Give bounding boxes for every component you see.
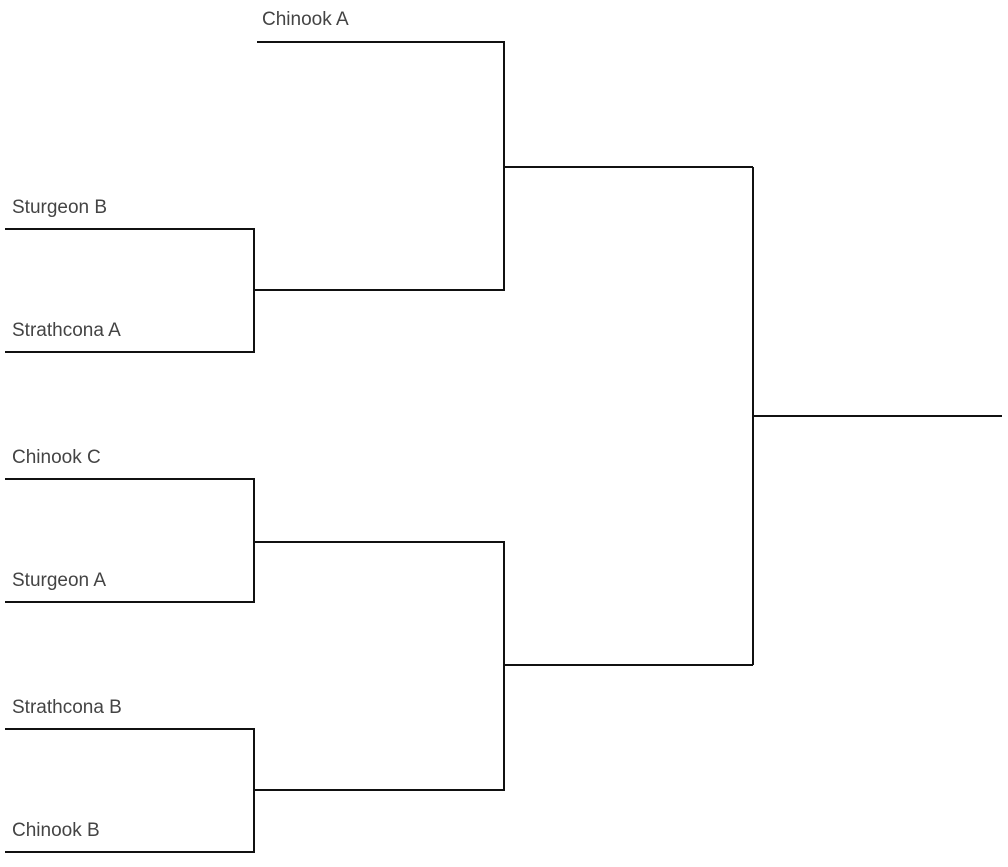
team-label: Sturgeon A — [12, 570, 107, 591]
slot-sturgeon-b — [5, 228, 255, 353]
slot-chinook-c — [5, 478, 255, 603]
team-label: Strathcona B — [12, 697, 122, 718]
team-label: Chinook A — [262, 9, 349, 30]
quarterfinal-3-connector — [254, 541, 505, 791]
team-label: Strathcona A — [12, 320, 121, 341]
team-label: Sturgeon B — [12, 197, 108, 218]
team-label: Chinook B — [12, 820, 100, 841]
slot-strathcona-b — [5, 728, 255, 853]
final-connector — [752, 167, 1002, 665]
slot-chinook-a — [254, 41, 505, 291]
team-label: Chinook C — [12, 447, 101, 468]
